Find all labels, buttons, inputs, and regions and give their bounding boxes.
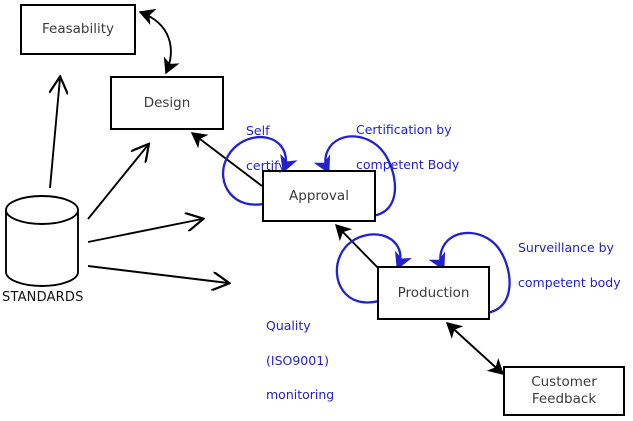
node-customer-feedback[interactable]: Customer Feedback — [503, 366, 625, 416]
approval-self-certify-loop — [221, 136, 298, 206]
annotation-quality-iso9001-monitoring: Quality (ISO9001) monitoring — [266, 300, 376, 421]
edge-standards-feasability — [49, 78, 60, 189]
production-surveillance-loop — [428, 231, 511, 315]
annotation-surveillance-by-competent-body: Surveillance by competent body — [518, 222, 633, 308]
edge-standards-approval — [87, 219, 202, 243]
annotation-self-certify-line2: certify — [246, 157, 286, 173]
annotation-self-certify-line1: Self — [246, 123, 270, 139]
edge-standards-design — [87, 145, 148, 220]
annotation-quality-line1: Quality — [266, 318, 311, 334]
annotation-surveillance-line1: Surveillance by — [518, 240, 614, 256]
node-production-label: Production — [397, 284, 470, 301]
node-approval[interactable]: Approval — [262, 170, 376, 222]
node-customer-feedback-label-line1: Customer — [531, 374, 597, 391]
edge-standards-production — [87, 265, 228, 283]
annotation-certification-line1: Certification by — [356, 122, 452, 138]
annotation-quality-line2: (ISO9001) — [266, 352, 330, 368]
node-production[interactable]: Production — [377, 266, 490, 320]
node-design[interactable]: Design — [110, 76, 224, 130]
node-approval-label: Approval — [289, 187, 349, 204]
annotation-certification-by-competent-body: Certification by competent Body — [356, 104, 476, 190]
annotation-self-certify: Self certify — [246, 105, 306, 191]
node-standards-label: STANDARDS — [2, 290, 84, 305]
standards-cylinder — [5, 195, 79, 287]
annotation-certification-line2: competent Body — [356, 156, 460, 172]
production-quality-loop — [335, 233, 412, 304]
annotation-surveillance-line2: competent body — [518, 274, 621, 290]
edge-feasability-design — [138, 9, 180, 75]
edge-production-approval — [335, 223, 383, 273]
node-feasability-label: Feasability — [41, 21, 114, 38]
node-design-label: Design — [143, 94, 191, 111]
node-customer-feedback-label-line2: Feedback — [531, 391, 597, 407]
node-feasability[interactable]: Feasability — [20, 4, 136, 55]
approval-certification-loop — [313, 135, 397, 218]
annotation-quality-line3: monitoring — [266, 387, 335, 403]
edge-customer-feedback-production — [445, 322, 505, 375]
